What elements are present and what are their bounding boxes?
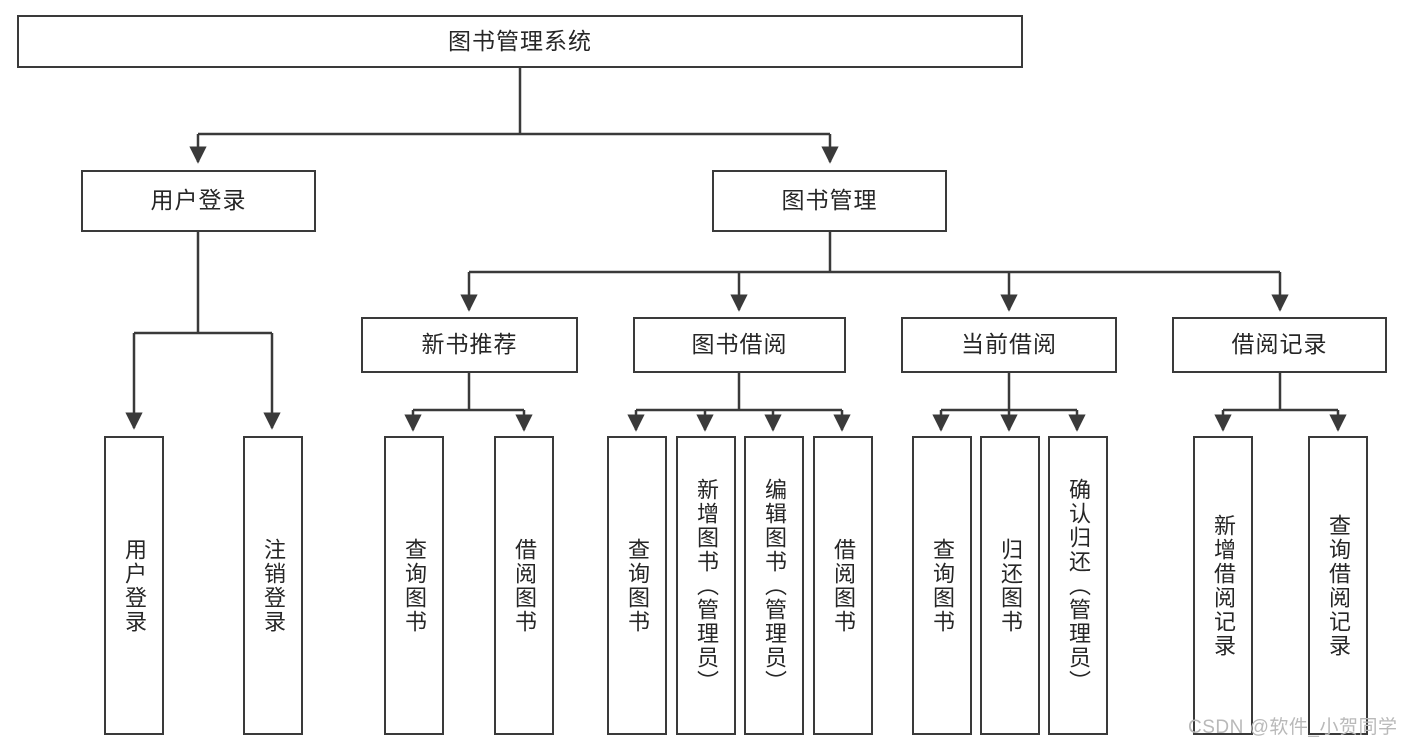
node-label: 查询图书 (401, 537, 427, 634)
node-new-book-recommend[interactable]: 新书推荐 (361, 317, 578, 373)
node-book-borrow[interactable]: 图书借阅 (633, 317, 846, 373)
node-label: 查询图书 (624, 537, 650, 634)
node-label: 图书管理系统 (448, 27, 592, 54)
node-label: 新增图书（管理员） (693, 477, 719, 694)
node-leaf-add-borrow-record[interactable]: 新增借阅记录 (1193, 436, 1253, 735)
node-book-management[interactable]: 图书管理 (712, 170, 947, 232)
node-label: 查询图书 (929, 537, 955, 634)
node-label: 用户登录 (150, 187, 247, 214)
node-label: 借阅图书 (511, 537, 537, 634)
node-current-borrow[interactable]: 当前借阅 (901, 317, 1117, 373)
node-label: 新增借阅记录 (1210, 513, 1236, 658)
node-label: 借阅记录 (1231, 331, 1328, 358)
node-leaf-query-book-current[interactable]: 查询图书 (912, 436, 972, 735)
node-leaf-return-book[interactable]: 归还图书 (980, 436, 1040, 735)
node-label: 图书管理 (781, 187, 878, 214)
node-leaf-edit-book-admin[interactable]: 编辑图书（管理员） (744, 436, 804, 735)
node-label: 当前借阅 (961, 331, 1057, 358)
csdn-watermark: CSDN @软件_小贺同学 (1188, 717, 1398, 738)
node-leaf-add-book-admin[interactable]: 新增图书（管理员） (676, 436, 736, 735)
node-label: 确认归还（管理员） (1065, 477, 1091, 694)
node-borrow-record[interactable]: 借阅记录 (1172, 317, 1387, 373)
node-label: 用户登录 (121, 537, 147, 634)
node-leaf-query-book-recommend[interactable]: 查询图书 (384, 436, 444, 735)
node-label: 编辑图书（管理员） (761, 477, 787, 694)
node-label: 查询借阅记录 (1325, 513, 1351, 658)
node-label: 注销登录 (260, 537, 286, 634)
node-leaf-borrow-book[interactable]: 借阅图书 (813, 436, 873, 735)
node-label: 借阅图书 (830, 537, 856, 634)
node-root-book-management-system[interactable]: 图书管理系统 (17, 15, 1023, 68)
node-user-login[interactable]: 用户登录 (81, 170, 316, 232)
node-leaf-confirm-return-admin[interactable]: 确认归还（管理员） (1048, 436, 1108, 735)
node-leaf-query-borrow-record[interactable]: 查询借阅记录 (1308, 436, 1368, 735)
node-leaf-query-book-borrow[interactable]: 查询图书 (607, 436, 667, 735)
node-label: 归还图书 (997, 537, 1023, 634)
node-label: 新书推荐 (421, 331, 518, 358)
node-leaf-borrow-book-recommend[interactable]: 借阅图书 (494, 436, 554, 735)
node-leaf-user-login[interactable]: 用户登录 (104, 436, 164, 735)
node-leaf-logout[interactable]: 注销登录 (243, 436, 303, 735)
node-label: 图书借阅 (691, 331, 788, 358)
